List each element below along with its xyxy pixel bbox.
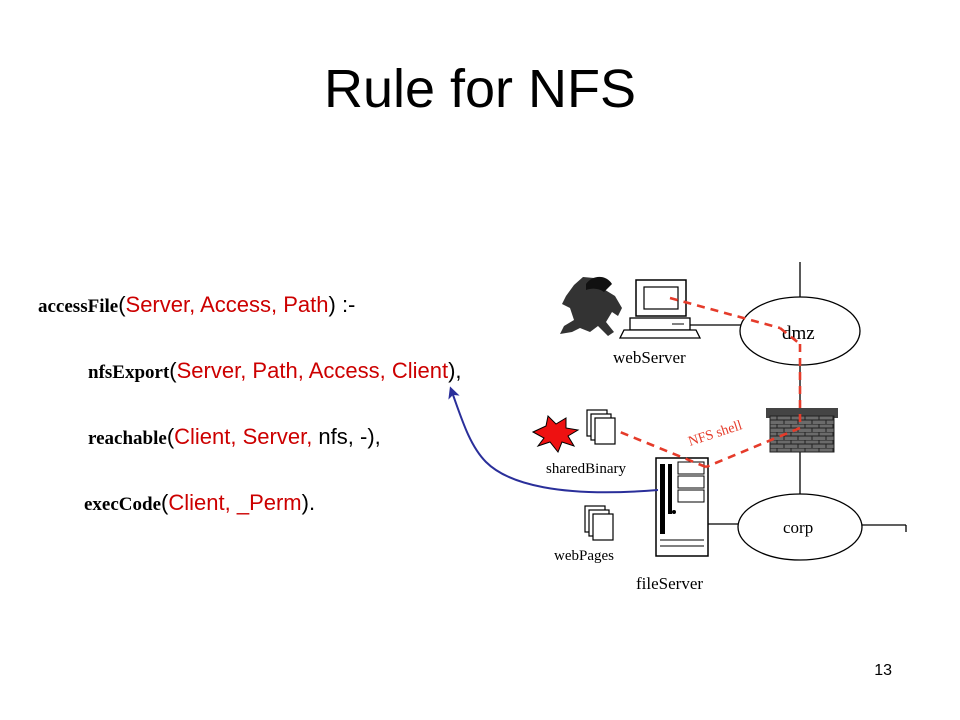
page-number: 13	[874, 662, 892, 679]
webserver-computer-icon	[618, 279, 702, 339]
rule-body-segment: (	[166, 424, 175, 449]
rule-body-nfsexport: nfsExport(Server, Path, Access, Client),	[88, 358, 462, 384]
attacker-icon	[560, 276, 622, 336]
rule-head: accessFile(Server, Access, Path) :-	[38, 292, 355, 318]
dmz-label: dmz	[782, 323, 815, 344]
rule-body-predicate: nfsExport	[88, 362, 170, 383]
rule-head-args: Server, Access, Path	[125, 292, 329, 317]
rule-body-segment: ).	[301, 490, 316, 515]
firewall-icon	[766, 408, 838, 453]
fileserver-tower-icon	[655, 457, 709, 557]
rule-head-tail: :-	[335, 292, 356, 317]
rule-head-close: )	[328, 292, 336, 317]
rule-head-open: (	[118, 292, 126, 317]
webpages-label: webPages	[554, 548, 614, 564]
rule-body-segment: Client, _Perm	[168, 490, 302, 515]
fileserver-label: fileServer	[636, 574, 703, 593]
rule-body-segment: ),	[448, 358, 462, 383]
rule-body-segment: Server, Path, Access, Client	[176, 358, 449, 383]
corp-label: corp	[783, 518, 813, 537]
explosion-icon	[531, 414, 580, 453]
rule-body-execcode: execCode(Client, _Perm).	[84, 490, 315, 516]
rule-body-predicate: execCode	[84, 494, 162, 515]
rule-body-segment: Client, Server,	[174, 424, 319, 449]
webpages-documents-icon	[584, 505, 614, 541]
rule-body-segment: (	[169, 358, 177, 383]
rule-body-reachable: reachable(Client, Server, nfs, -),	[88, 424, 381, 450]
sharedbinary-label: sharedBinary	[546, 461, 626, 477]
slide-title: Rule for NFS	[323, 59, 637, 119]
sharedbinary-documents-icon	[586, 409, 616, 445]
rule-head-predicate: accessFile	[38, 296, 119, 317]
attack-path-dashed	[619, 296, 802, 469]
rule-body-segment: (	[161, 490, 169, 515]
nfs-shell-label: NFS shell	[687, 418, 745, 449]
corp-ellipse	[737, 493, 863, 561]
execution-arrow	[448, 386, 659, 494]
webserver-label: webServer	[613, 348, 686, 367]
rule-body-segment: nfs, -),	[318, 424, 381, 449]
rule-body-predicate: reachable	[88, 428, 167, 449]
